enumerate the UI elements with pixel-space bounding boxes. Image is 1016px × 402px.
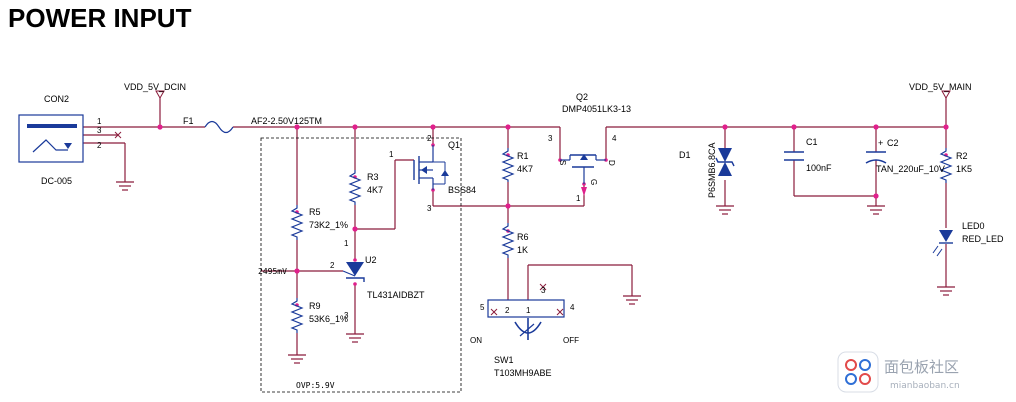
c1-ref: C1 [806, 137, 818, 147]
r5-value: 73K2_1% [309, 220, 348, 230]
c2-value: TAN_220uF_10V [876, 164, 945, 174]
r6-value: 1K [517, 245, 528, 255]
r3-resistor [348, 170, 362, 205]
wires [83, 97, 947, 355]
sw1-pin-4: 4 [570, 303, 575, 312]
r3-ref: R3 [367, 172, 379, 182]
ground-icon [623, 295, 641, 305]
f1-part: AF2-2.50V125TM [251, 116, 322, 126]
r1-ref: R1 [517, 151, 529, 161]
watermark-text: 面包板社区 [884, 358, 959, 376]
led0-diode: LED0 RED_LED [932, 221, 1004, 257]
d1-tvs-diode: D1 P6SMB6.8CA [679, 142, 735, 198]
u2-pin-2: 2 [330, 261, 335, 270]
c1-value: 100nF [806, 163, 832, 173]
ground-icon [937, 286, 955, 296]
led0-part: RED_LED [962, 234, 1004, 244]
ovp-node-voltage: 2495mV [258, 267, 287, 276]
con2-pin-1: 1 [97, 117, 102, 126]
r6-ref: R6 [517, 232, 529, 242]
q1-part: BSS84 [448, 185, 476, 195]
sw1-pin-3: 3 [541, 286, 546, 295]
watermark-sub: mianbaoban.cn [890, 381, 960, 391]
q2-gate-label: G [589, 179, 598, 185]
vdd-dcin-symbol: VDD_5V_DCIN [124, 82, 186, 100]
watermark: 面包板社区 mianbaoban.cn [837, 351, 960, 393]
ground-icon [346, 333, 364, 343]
con2-ref: CON2 [44, 94, 69, 104]
q2-pin-3: 3 [548, 134, 553, 143]
r2-value: 1K5 [956, 164, 972, 174]
c1-capacitor: C1 100nF [784, 137, 832, 173]
sw1-part: T103MH9ABE [494, 368, 552, 378]
r9-value: 53K6_1% [309, 314, 348, 324]
u2-tl431: U2 TL431AIDBZT 1 2 3 [330, 239, 425, 320]
r9-resistor [290, 298, 304, 333]
u2-ref: U2 [365, 255, 377, 265]
r2-ref: R2 [956, 151, 968, 161]
q2-part: DMP4051LK3-13 [562, 104, 631, 114]
d1-ref: D1 [679, 150, 691, 160]
r9-ref: R9 [309, 301, 321, 311]
q1-ref: Q1 [448, 140, 460, 150]
sw1-on-label: ON [470, 336, 482, 345]
u2-part: TL431AIDBZT [367, 290, 425, 300]
ground-symbols [116, 181, 955, 364]
ground-icon [288, 354, 306, 364]
con2-dc-jack: CON2 DC-005 1 3 2 [18, 94, 122, 186]
sw1-switch: 5 2 1 3 4 ON OFF SW1 T103MH9ABE [470, 283, 579, 378]
con2-part: DC-005 [41, 176, 72, 186]
vdd-main-symbol: VDD_5V_MAIN [909, 82, 972, 100]
d1-part: P6SMB6.8CA [707, 142, 717, 198]
sw1-ref: SW1 [494, 355, 514, 365]
c2-plus: + [878, 138, 883, 148]
sw1-pin-2: 2 [505, 306, 510, 315]
r3-value: 4K7 [367, 185, 383, 195]
c2-capacitor: + C2 TAN_220uF_10V [865, 138, 945, 174]
r1-resistor [501, 148, 515, 182]
sw1-off-label: OFF [563, 336, 579, 345]
con2-pin-2: 2 [97, 141, 102, 150]
sw1-pin-5: 5 [480, 303, 485, 312]
f1-ref: F1 [183, 116, 194, 126]
vdd-main-label: VDD_5V_MAIN [909, 82, 972, 92]
no-connect-icon [114, 131, 122, 139]
q2-source-label: S [558, 160, 567, 165]
led0-ref: LED0 [962, 221, 985, 231]
c2-ref: C2 [887, 138, 899, 148]
q1-pin-1: 1 [389, 150, 394, 159]
vdd-dcin-label: VDD_5V_DCIN [124, 82, 186, 92]
u2-pin-3: 3 [344, 311, 349, 320]
ground-icon [116, 181, 134, 191]
page-title: POWER INPUT [8, 3, 192, 33]
ovp-note: OVP:5.9V [296, 381, 335, 390]
r1-value: 4K7 [517, 164, 533, 174]
q1-bss84: Q1 BSS84 1 2 3 [389, 134, 476, 213]
ovp-circuit-box [260, 137, 462, 393]
q2-pin-1: 1 [576, 194, 581, 203]
q2-pin-4: 4 [612, 134, 617, 143]
r6-resistor [501, 223, 515, 258]
f1-fuse: F1 AF2-2.50V125TM [183, 116, 322, 134]
q1-pin-2: 2 [427, 134, 432, 143]
r5-ref: R5 [309, 207, 321, 217]
r5-resistor [290, 205, 304, 240]
q2-ref: Q2 [576, 92, 588, 102]
q2-drain-label: D [607, 160, 616, 166]
junction-nodes [157, 124, 949, 307]
sw1-pin-1: 1 [526, 306, 531, 315]
q2-dmp4051: Q2 DMP4051LK3-13 3 4 1 S G D [548, 92, 631, 203]
q1-pin-3: 3 [427, 204, 432, 213]
u2-pin-1: 1 [344, 239, 349, 248]
ground-icon [867, 205, 885, 215]
r2-resistor [939, 148, 953, 183]
resistor-symbols [290, 148, 953, 333]
ground-icon [716, 205, 734, 215]
con2-pin-3: 3 [97, 126, 102, 135]
